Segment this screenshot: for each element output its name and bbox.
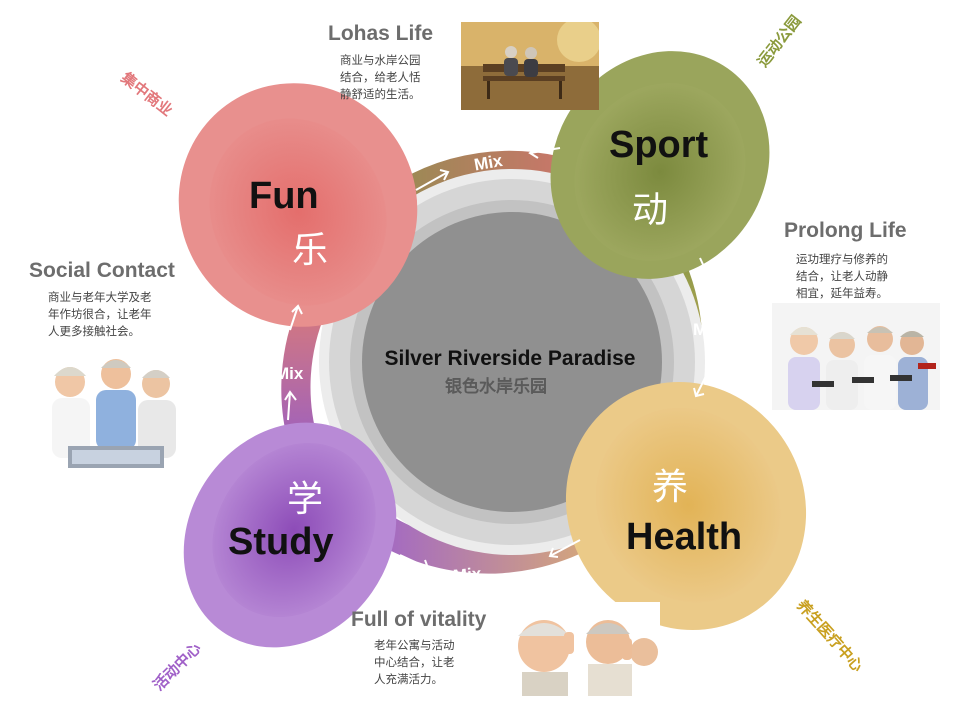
park-bench-couple-photo (461, 22, 599, 110)
vitality-line: 中心结合，让老 (374, 655, 455, 669)
petal-sport-zh: 动 (632, 190, 668, 231)
center-subtitle: 银色水岸乐园 (445, 376, 547, 397)
prolong-title: Prolong Life (784, 219, 907, 242)
social-title: Social Contact (29, 259, 175, 282)
lohas-line: 静舒适的生活。 (340, 87, 421, 101)
seniors-laptop-photo (38, 348, 188, 472)
seniors-thumbs-up-photo (504, 602, 660, 696)
petal-sport-en: Sport (609, 124, 709, 166)
arrow-icon (284, 390, 297, 421)
petal-sport[interactable] (506, 8, 813, 322)
vitality-desc: 老年公寓与活动 中心结合，让老 人充满活力。 (374, 637, 455, 688)
lohas-line: 商业与水岸公园 (340, 53, 421, 67)
mix-arc-bottom (380, 506, 620, 574)
petal-study-zh: 学 (287, 479, 323, 520)
arrow-icon (399, 554, 430, 571)
vitality-title: Full of vitality (351, 608, 487, 631)
lohas-line: 结合，给老人恬 (340, 70, 421, 84)
social-line: 商业与老年大学及老 (48, 290, 152, 304)
arrow-icon (528, 146, 561, 159)
petal-study[interactable] (140, 381, 439, 689)
petal-health-en: Health (626, 516, 742, 558)
mix-label-bottom: Mix (452, 564, 482, 585)
arrow-icon (699, 257, 715, 286)
petal-fun[interactable] (134, 39, 461, 370)
petal-study-en: Study (228, 521, 334, 563)
social-desc: 商业与老年大学及老 年作坊很合，让老年 人更多接触社会。 (48, 289, 152, 340)
arrow-icon (289, 304, 303, 331)
prolong-line: 结合，让老人动静 (796, 269, 888, 283)
social-line: 人更多接触社会。 (48, 324, 140, 338)
arrow-icon (415, 169, 450, 191)
arrow-icon (693, 367, 711, 398)
vitality-line: 人充满活力。 (374, 672, 443, 686)
vitality-line: 老年公寓与活动 (374, 638, 455, 652)
petal-fun-zh: 乐 (292, 230, 328, 271)
seniors-dumbbells-photo (772, 303, 940, 410)
lohas-title: Lohas Life (328, 22, 434, 45)
prolong-desc: 运功理疗与修养的 结合，让老人动静 相宜，延年益寿。 (796, 251, 888, 302)
prolong-line: 相宜，延年益寿。 (796, 286, 888, 300)
petal-health-zh: 养 (652, 467, 688, 508)
petal-health[interactable] (521, 338, 851, 674)
arrow-icon (548, 539, 581, 558)
mix-arc-left (281, 300, 326, 450)
center-title: Silver Riverside Paradise (385, 347, 636, 370)
mix-label-right: Mix (693, 320, 722, 339)
prolong-line: 运功理疗与修养的 (796, 252, 888, 266)
lohas-desc: 商业与水岸公园 结合，给老人恬 静舒适的生活。 (340, 52, 421, 103)
social-line: 年作坊很合，让老年 (48, 307, 152, 321)
mix-label-top: Mix (473, 151, 505, 175)
petal-fun-en: Fun (249, 175, 319, 217)
mix-label-left: Mix (275, 364, 304, 383)
mix-arrows (284, 146, 715, 571)
